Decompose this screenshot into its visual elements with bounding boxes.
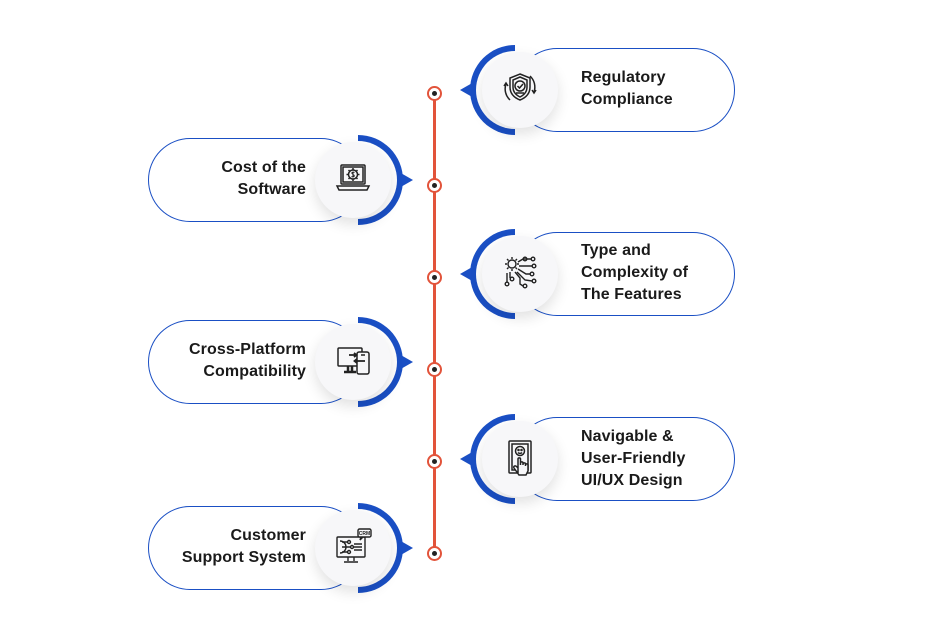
item-label: Regulatory Compliance [581,67,673,111]
item-label: Cost of the Software [221,157,306,201]
laptop-dollar-gear-icon [331,156,375,205]
label-line: Support System [181,549,306,566]
item-customer-support-system: CRM Customer Support System [148,503,448,593]
icon-circle [315,324,391,400]
label-line: Compatibility [203,363,306,380]
shield-check-cycle-icon [498,66,542,115]
pointer-arrow [460,266,474,282]
item-pill [515,48,735,132]
item-cross-platform-compatibility: Cross-Platform Compatibility [148,317,448,407]
timeline-dot [427,86,442,101]
label-line: Cross-Platform [189,341,306,358]
touch-screen-smiley-icon [498,435,542,484]
icon-circle: CRM [315,510,391,586]
icon-circle [482,421,558,497]
label-line: Customer [230,527,306,544]
monitor-phone-sync-icon [331,338,375,387]
icon-circle [482,52,558,128]
label-line: Type and [581,242,651,259]
item-label: Customer Support System [182,525,306,569]
icon-circle [315,142,391,218]
pointer-arrow [399,540,413,556]
label-line: Software [237,181,306,198]
timeline-dot [427,270,442,285]
svg-text:CRM: CRM [359,531,370,537]
pointer-arrow [399,172,413,188]
label-line: Navigable & [581,428,674,445]
timeline-dot [427,178,442,193]
pointer-arrow [399,354,413,370]
label-line: User-Friendly [581,450,686,467]
label-line: Cost of the [221,159,306,176]
item-navigable-ui-ux: Navigable & User-Friendly UI/UX Design [460,414,770,504]
label-line: The Features [581,286,682,303]
item-cost-of-software: Cost of the Software [148,135,448,225]
icon-circle [482,236,558,312]
item-type-complexity-features: Type and Complexity of The Features [460,229,770,319]
timeline-dot [427,546,442,561]
item-regulatory-compliance: Regulatory Compliance [460,45,770,135]
timeline-dot [427,362,442,377]
timeline-line [433,93,436,553]
item-label: Cross-Platform Compatibility [189,339,306,383]
item-label: Type and Complexity of The Features [581,240,688,306]
label-line: Regulatory [581,69,666,86]
item-label: Navigable & User-Friendly UI/UX Design [581,426,685,492]
pointer-arrow [460,451,474,467]
timeline-dot [427,454,442,469]
label-line: Compliance [581,91,673,108]
pointer-arrow [460,82,474,98]
crm-monitor-icon: CRM [331,524,375,573]
gear-circuit-icon [498,250,542,299]
label-line: Complexity of [581,264,689,281]
label-line: UI/UX Design [581,472,683,489]
